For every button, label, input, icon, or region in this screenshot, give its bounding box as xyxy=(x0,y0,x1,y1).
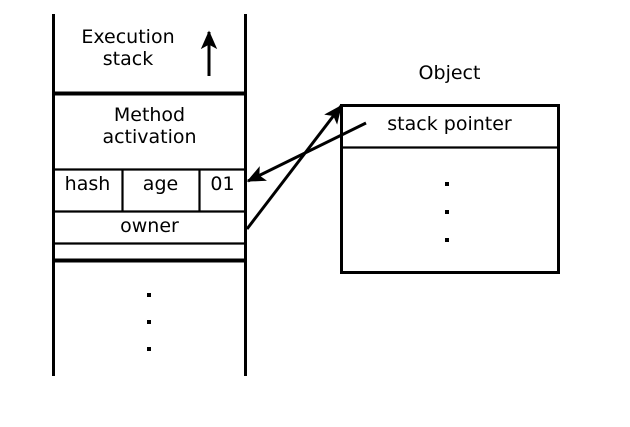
object-field-stack-pointer: stack pointer xyxy=(387,113,512,135)
stack-pointer-to-flag-arrow xyxy=(246,121,367,183)
execution-stack-separators xyxy=(53,91,246,263)
execution-stack-title: Execution stack xyxy=(81,26,175,71)
stack-cell-flag: 01 xyxy=(210,173,235,195)
execution-stack-ellipsis xyxy=(147,293,151,351)
method-activation-label: Method activation xyxy=(102,104,197,149)
stack-cell-age: age xyxy=(142,173,179,195)
owner-to-object-arrow xyxy=(245,104,343,230)
execution-stack-outline xyxy=(52,14,247,376)
object-title: Object xyxy=(418,62,481,84)
stack-cell-owner: owner xyxy=(120,215,179,237)
object-box-outline xyxy=(340,104,560,274)
stack-cell-hash: hash xyxy=(64,173,111,195)
object-ellipsis xyxy=(445,182,449,242)
